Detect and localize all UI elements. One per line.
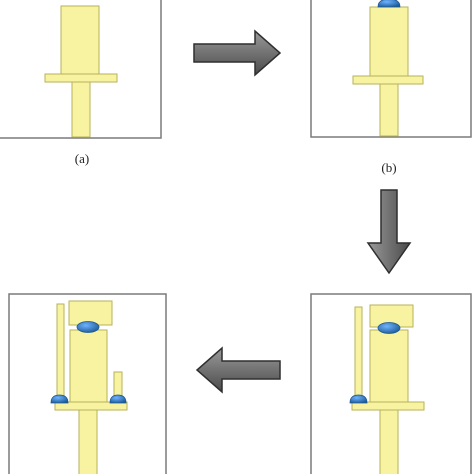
arrow-c-to-d bbox=[195, 346, 281, 394]
panel-a: (a) bbox=[0, 0, 162, 166]
panel-d-side-pin-left bbox=[56, 303, 65, 403]
panel-c-structure bbox=[351, 304, 425, 474]
panel-c-stem bbox=[379, 409, 399, 474]
panel-b-upper-block bbox=[369, 6, 409, 77]
panel-c-solder-ball-top bbox=[377, 322, 401, 334]
panel-d-upper-block bbox=[69, 329, 108, 403]
arrow-right-icon bbox=[193, 29, 282, 77]
panel-d-solder-ball-left bbox=[50, 394, 69, 404]
panel-a-flange bbox=[44, 73, 118, 83]
panel-c-upper-block bbox=[369, 329, 409, 403]
panel-c bbox=[310, 293, 472, 474]
panel-b: (b) bbox=[310, 0, 472, 175]
arrow-b-to-c bbox=[366, 189, 412, 275]
panel-d-solder-ball-top bbox=[76, 321, 100, 333]
panel-d-stem bbox=[78, 409, 98, 474]
panel-a-label: (a) bbox=[75, 151, 89, 166]
panel-d bbox=[8, 293, 167, 474]
panel-a-upper-block bbox=[60, 5, 100, 75]
arrow-down-icon bbox=[366, 189, 412, 275]
panel-b-stem bbox=[379, 83, 399, 137]
panel-b-structure bbox=[352, 6, 424, 137]
panel-d-structure bbox=[54, 300, 128, 474]
panel-c-side-pin bbox=[354, 306, 363, 403]
panel-d-cap bbox=[68, 300, 113, 326]
panel-c-solder-ball-left bbox=[349, 394, 368, 404]
arrow-left-icon bbox=[195, 346, 281, 394]
panel-a-stem bbox=[71, 81, 91, 138]
panel-a-structure bbox=[44, 5, 118, 138]
panel-b-flange bbox=[352, 75, 424, 85]
panel-d-solder-ball-right bbox=[109, 394, 127, 404]
panel-b-label: (b) bbox=[381, 160, 396, 175]
panel-b-solder-ball bbox=[377, 0, 401, 8]
arrow-a-to-b bbox=[193, 29, 282, 77]
